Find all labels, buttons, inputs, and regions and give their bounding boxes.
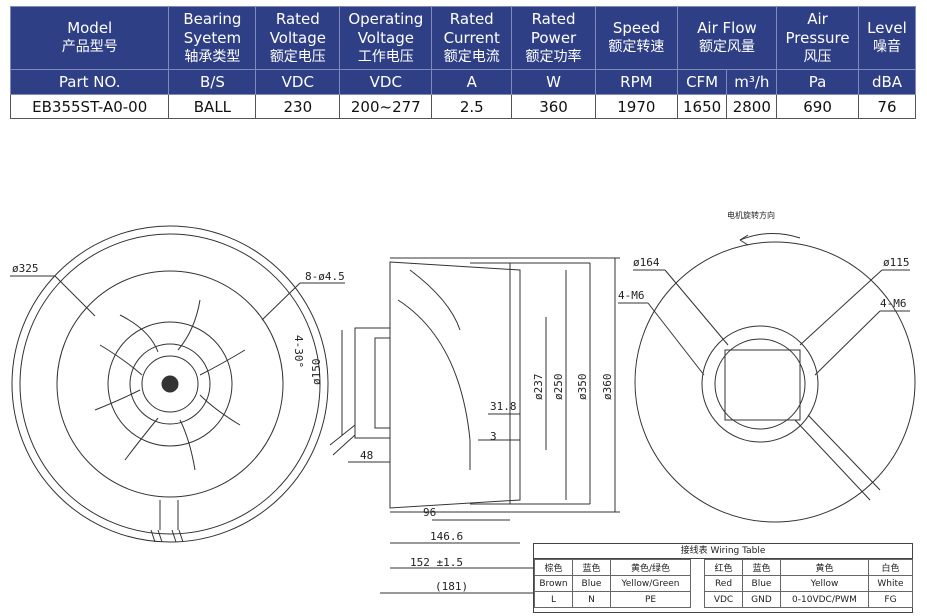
dim-31-8: 31.8 xyxy=(490,400,517,413)
wiring-cell: 黄色/绿色 xyxy=(610,559,691,576)
unit-cell: Pa xyxy=(776,69,859,95)
unit-cell: CFM xyxy=(676,69,728,95)
value-cell: 200~277 xyxy=(339,94,433,119)
value-cell: EB355ST-A0-00 xyxy=(9,94,170,119)
value-cell: 2800 xyxy=(726,94,778,119)
value-cell: 360 xyxy=(511,94,596,119)
wiring-cell: 蓝色 xyxy=(572,559,611,576)
value-cell: 2.5 xyxy=(431,94,513,119)
wiring-cell: Yellow xyxy=(780,575,869,592)
dim-96: 96 xyxy=(423,506,436,519)
dim-d150: ø150 xyxy=(310,359,323,386)
front-view xyxy=(10,225,345,543)
value-cell: 1970 xyxy=(594,94,678,119)
rotation-label: 电机旋转方向 xyxy=(727,210,775,220)
unit-cell: VDC xyxy=(339,69,433,95)
wiring-cell: White xyxy=(868,575,913,592)
wiring-cell: 棕色 xyxy=(534,559,573,576)
unit-cell: m³/h xyxy=(726,69,778,95)
wiring-cell: PE xyxy=(610,591,691,608)
wiring-cell: Yellow/Green xyxy=(610,575,691,592)
wiring-cell: GND xyxy=(742,591,781,608)
side-view xyxy=(329,257,620,594)
unit-cell: A xyxy=(431,69,513,95)
dim-d250: ø250 xyxy=(552,374,565,401)
wiring-cell: L xyxy=(534,591,573,608)
wiring-cell: Blue xyxy=(742,575,781,592)
wiring-cell: 蓝色 xyxy=(742,559,781,576)
value-cell: 230 xyxy=(255,94,341,119)
wiring-cell: N xyxy=(572,591,611,608)
wiring-table-title: 接线表 Wiring Table xyxy=(534,544,912,559)
dim-181: (181) xyxy=(435,580,468,593)
wiring-row-cn: 棕色 蓝色 黄色/绿色 红色 蓝色 黄色 白色 xyxy=(534,559,913,576)
wiring-gap xyxy=(690,575,705,592)
wiring-gap xyxy=(690,591,705,608)
dim-146-6: 146.6 xyxy=(430,530,463,543)
dim-d350: ø350 xyxy=(576,374,589,401)
wiring-cell: Brown xyxy=(534,575,573,592)
unit-cell: RPM xyxy=(594,69,678,95)
wiring-cell: Blue xyxy=(572,575,611,592)
wiring-gap xyxy=(690,559,705,576)
value-cell: 1650 xyxy=(676,94,728,119)
dim-angle: 4-30° xyxy=(292,335,305,368)
dim-m6-left: 4-M6 xyxy=(618,289,645,302)
wiring-cell: FG xyxy=(868,591,913,608)
dim-d360: ø360 xyxy=(601,374,614,401)
wiring-cell: 0-10VDC/PWM xyxy=(780,591,869,608)
wiring-cell: 白色 xyxy=(868,559,913,576)
dim-3: 3 xyxy=(490,430,497,443)
dim-152: 152 ±1.5 xyxy=(410,556,463,569)
wiring-table: 接线表 Wiring Table 棕色 蓝色 黄色/绿色 红色 蓝色 黄色 白色… xyxy=(533,543,913,613)
wiring-cell: 黄色 xyxy=(780,559,869,576)
unit-cell: Part NO. xyxy=(9,69,170,95)
wiring-cell: 红色 xyxy=(704,559,743,576)
unit-cell: B/S xyxy=(168,69,257,95)
wiring-row-en: Brown Blue Yellow/Green Red Blue Yellow … xyxy=(534,575,913,592)
value-cell: 76 xyxy=(857,94,917,119)
dim-outer-dia: ø325 xyxy=(12,262,39,275)
dim-m6-right: 4-M6 xyxy=(880,297,907,310)
rear-view xyxy=(618,233,916,523)
dim-48: 48 xyxy=(360,449,373,462)
wiring-cell: Red xyxy=(704,575,743,592)
wiring-row-func: L N PE VDC GND 0-10VDC/PWM FG xyxy=(534,591,913,608)
value-cell: 690 xyxy=(776,94,859,119)
value-cell: BALL xyxy=(168,94,257,119)
dim-d115: ø115 xyxy=(883,256,910,269)
unit-cell: VDC xyxy=(255,69,341,95)
dim-holes: 8-ø4.5 xyxy=(305,270,345,283)
fan-technical-drawing: ø325 8-ø4.5 4-30° ø150 ø237 ø250 ø350 ø3… xyxy=(10,210,916,594)
unit-cell: W xyxy=(511,69,596,95)
wiring-cell: VDC xyxy=(704,591,743,608)
dim-d164: ø164 xyxy=(633,256,660,269)
spec-unit-row: Part NO. B/S VDC VDC A W RPM CFM m³/h Pa… xyxy=(9,69,917,95)
dim-d237: ø237 xyxy=(532,374,545,401)
spec-value-row: EB355ST-A0-00 BALL 230 200~277 2.5 360 1… xyxy=(9,94,917,119)
unit-cell: dBA xyxy=(857,69,917,95)
